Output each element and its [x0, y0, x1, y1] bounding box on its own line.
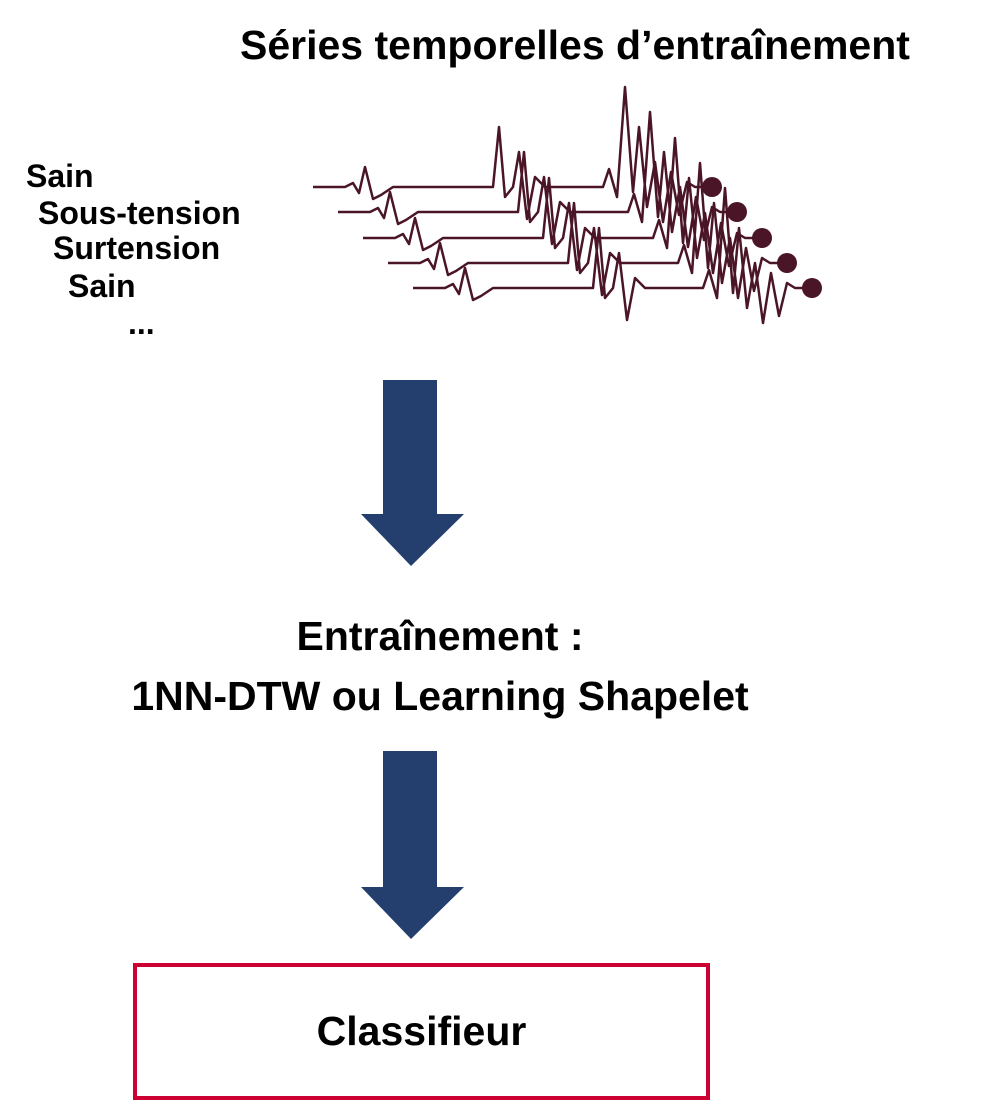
time-series-line-3 [363, 136, 753, 275]
time-series-line-2 [338, 110, 728, 249]
arrow-down-icon-2 [361, 751, 464, 939]
class-label-3: Surtension [53, 230, 221, 266]
classifier-label: Classifieur [316, 1008, 527, 1054]
training-methods: 1NN-DTW ou Learning Shapelet [131, 673, 749, 719]
time-series-end-dot-3 [752, 228, 772, 248]
arrow-shape [361, 380, 464, 566]
time-series-end-dot-1 [702, 177, 722, 197]
class-label-2: Sous-tension [38, 195, 241, 231]
time-series-group [313, 85, 822, 325]
time-series-end-dot-4 [777, 253, 797, 273]
diagram-title: Séries temporelles d’entraînement [240, 22, 910, 68]
training-step: Entraînement : 1NN-DTW ou Learning Shape… [60, 606, 820, 726]
classifier-box: Classifieur [133, 963, 710, 1100]
time-series-end-dot-2 [727, 202, 747, 222]
training-title: Entraînement : [296, 613, 584, 659]
time-series-line-5 [413, 186, 803, 325]
arrow-down-icon [361, 380, 464, 566]
arrow-shape-2 [361, 751, 464, 939]
class-label-4: Sain [68, 268, 136, 304]
time-series-illustration [313, 85, 822, 325]
class-label-1: Sain [26, 158, 94, 194]
time-series-line-1 [313, 85, 703, 224]
time-series-line-4 [388, 161, 778, 300]
time-series-end-dot-5 [802, 278, 822, 298]
class-label-ellipsis: ... [128, 305, 155, 341]
